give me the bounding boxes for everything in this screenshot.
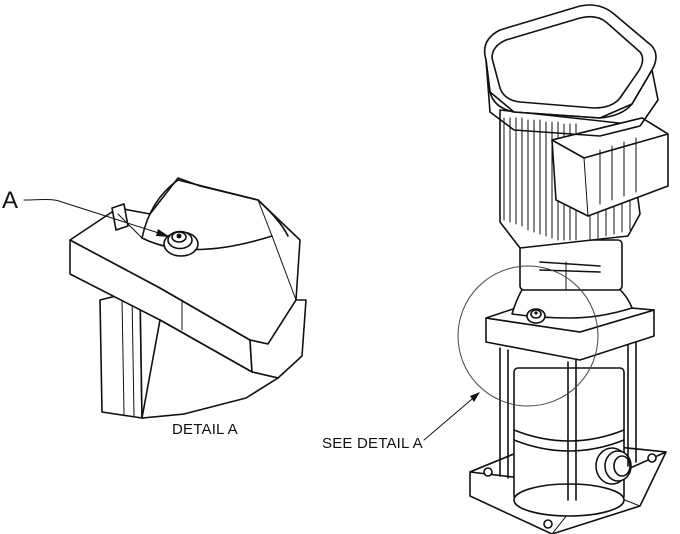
detail-a-view: A DETAIL A	[2, 177, 307, 438]
motor-top-cover	[483, 4, 659, 137]
detail-a-caption: DETAIL A	[172, 421, 238, 438]
pump-sleeve	[513, 367, 625, 517]
motor-terminal-box	[551, 117, 669, 217]
callout-a-label: A	[2, 187, 18, 214]
detail-head-block	[69, 177, 307, 419]
pump-coupling-neck	[519, 239, 623, 291]
see-detail-leader	[423, 393, 479, 441]
detail-vent-plug	[163, 230, 199, 257]
detail-a-highlight-circle	[457, 265, 599, 407]
callout-a-arrowhead	[156, 229, 170, 237]
see-detail-a-caption: SEE DETAIL A	[322, 435, 423, 452]
pump-assembly	[469, 4, 669, 534]
pump-outlet-port	[595, 447, 632, 485]
callout-a-leader	[23, 199, 169, 237]
pump-tie-rods	[499, 337, 637, 501]
pump-vent-plug	[526, 308, 546, 324]
see-detail-arrowhead	[470, 392, 480, 402]
